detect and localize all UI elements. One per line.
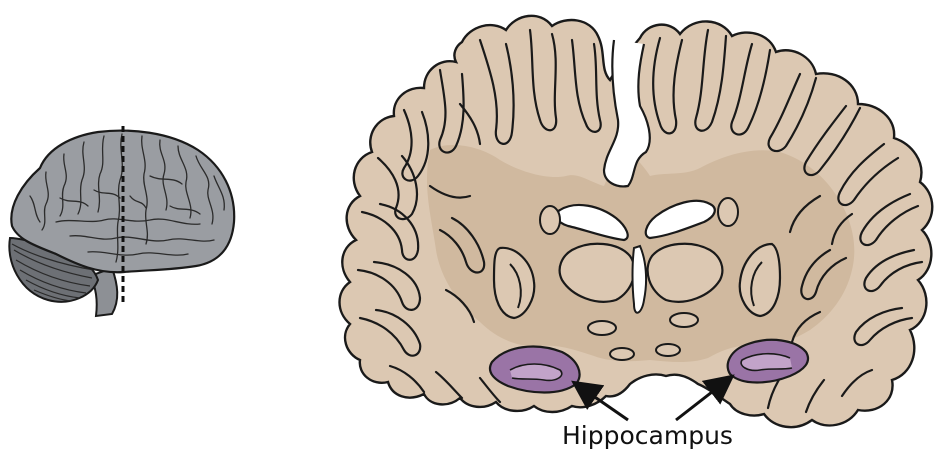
hippocampus-label: Hippocampus: [562, 421, 733, 450]
lower-structure-left: [588, 321, 616, 335]
lower-structure-mid-right: [656, 344, 680, 356]
third-ventricle: [633, 246, 647, 313]
caudate-left: [540, 206, 560, 234]
lower-structure-right: [670, 313, 698, 327]
lower-structure-mid-left: [610, 348, 634, 360]
caudate-right: [718, 198, 738, 226]
